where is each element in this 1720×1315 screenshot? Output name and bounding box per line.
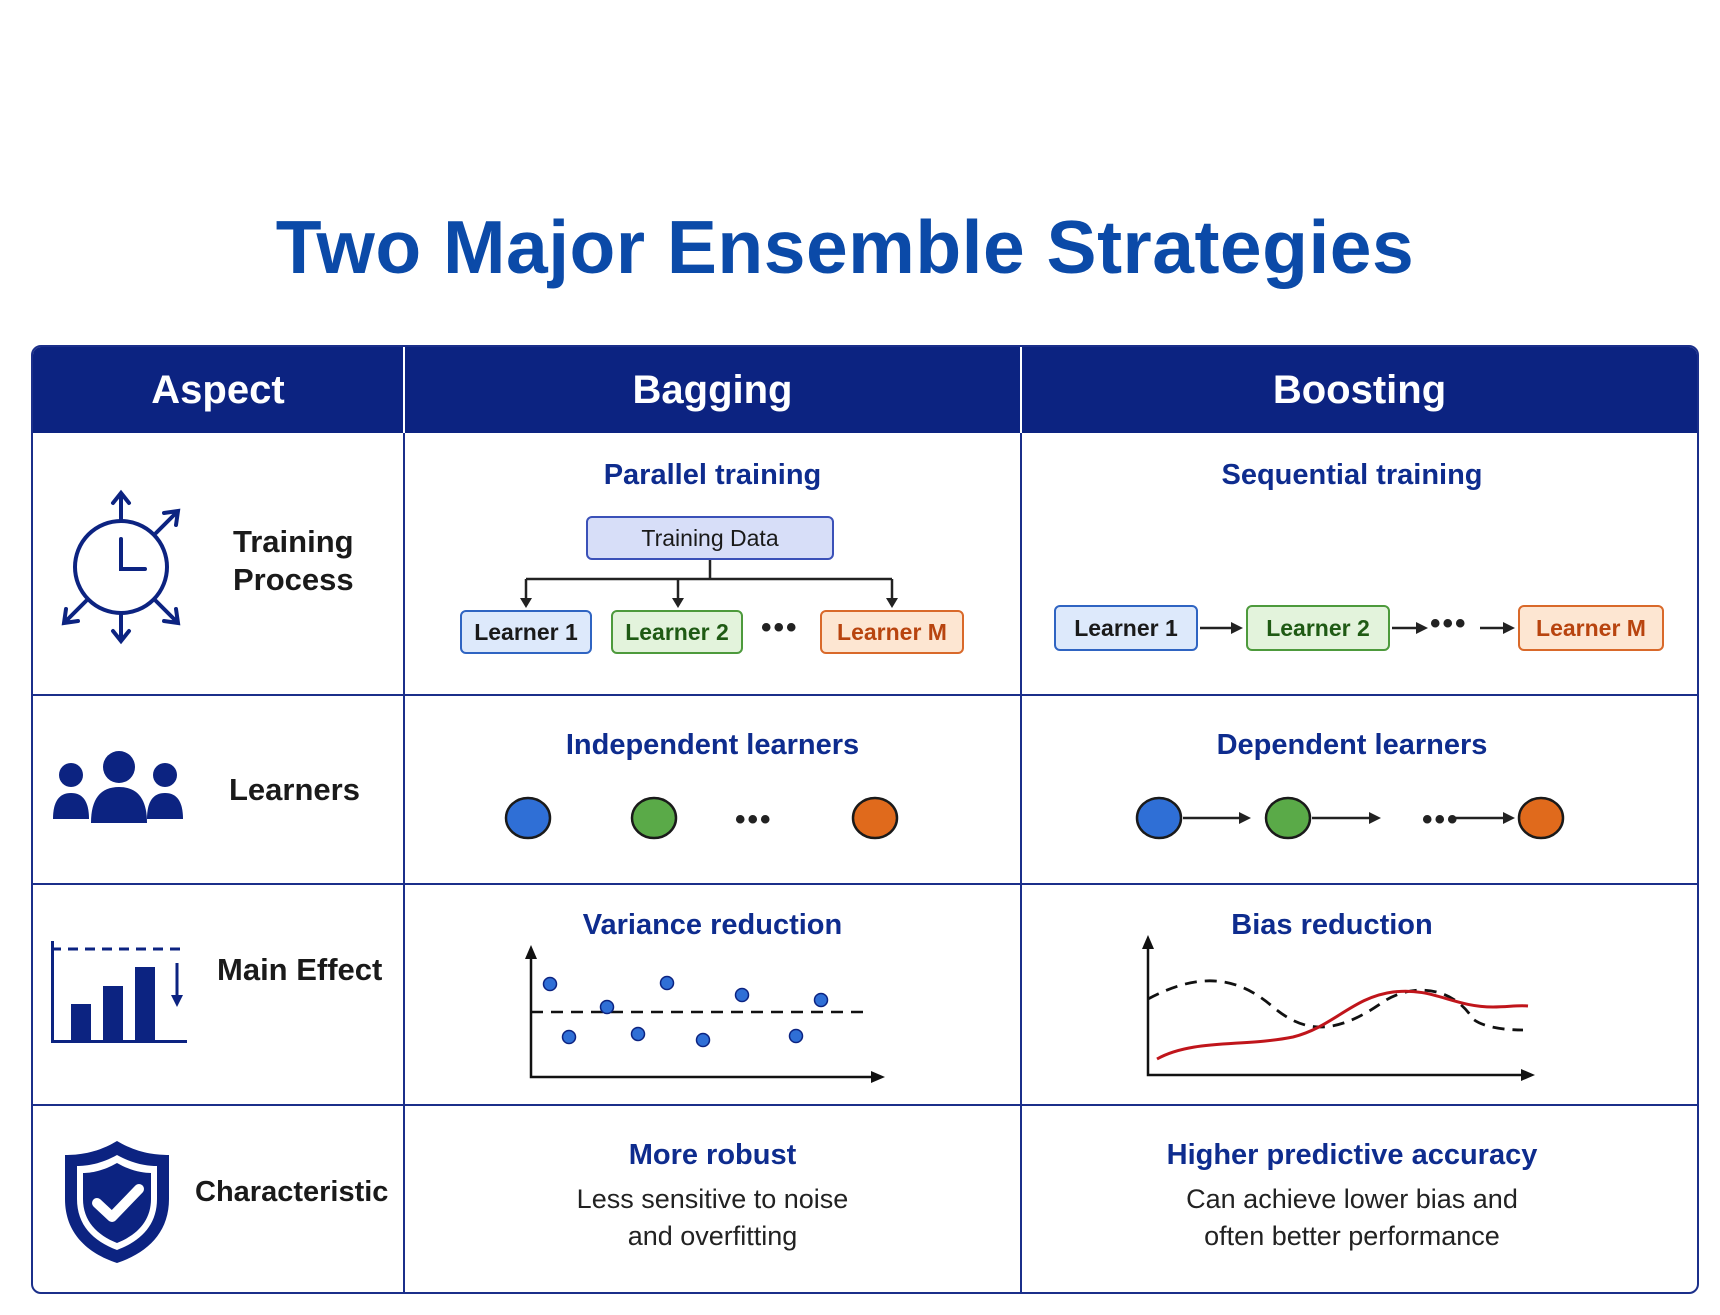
column-divider <box>1020 433 1022 1292</box>
aspect-effect-label: Main Effect <box>217 952 383 987</box>
bagging-learners-ellipsis: ••• <box>735 803 773 836</box>
bagging-characteristic-line2: and overfitting <box>627 1221 798 1251</box>
learner-nodes <box>504 796 1565 840</box>
boosting-node-blue <box>1135 796 1183 840</box>
aspect-training-line1: Training <box>233 524 354 559</box>
page-title: Two Major Ensemble Strategies <box>275 205 1415 289</box>
header-boosting: Boosting <box>1022 347 1697 433</box>
boosting-learner-1: Learner 1 <box>1054 605 1198 651</box>
row-divider <box>33 883 1697 885</box>
column-divider <box>403 433 405 1292</box>
bar-chart-down-icon <box>51 941 187 1043</box>
boosting-learner-m: Learner M <box>1518 605 1664 651</box>
aspect-characteristic-label: Characteristic <box>195 1176 389 1208</box>
variance-plot <box>525 945 885 1083</box>
boosting-node-orange <box>1517 796 1565 840</box>
boosting-ellipsis: ••• <box>1430 607 1468 640</box>
header-divider <box>1020 347 1022 433</box>
training-data-box: Training Data <box>586 516 834 560</box>
header-divider <box>403 347 405 433</box>
bagging-training-heading: Parallel training <box>603 459 822 491</box>
boosting-learner-2: Learner 2 <box>1246 605 1390 651</box>
boosting-learners-ellipsis: ••• <box>1422 803 1460 836</box>
bagging-characteristic-line1: Less sensitive to noise <box>576 1184 849 1214</box>
people-group-icon <box>53 751 183 823</box>
boosting-characteristic-text: Can achieve lower bias and often better … <box>1022 1181 1682 1255</box>
row-divider <box>33 1104 1697 1106</box>
bagging-ellipsis: ••• <box>761 611 799 644</box>
boosting-characteristic-heading: Higher predictive accuracy <box>1166 1139 1538 1171</box>
bagging-node-green <box>630 796 678 840</box>
boosting-training-heading: Sequential training <box>1221 459 1483 491</box>
aspect-learners-label: Learners <box>229 772 360 807</box>
aspect-training-line2: Process <box>233 562 354 597</box>
bias-plot <box>1142 935 1535 1081</box>
boosting-node-green <box>1264 796 1312 840</box>
bagging-learner-2: Learner 2 <box>611 610 743 654</box>
aspect-training-label: Training Process <box>233 523 354 599</box>
row-divider <box>33 694 1697 696</box>
header-aspect: Aspect <box>33 347 403 433</box>
bagging-node-blue <box>504 796 552 840</box>
bagging-tree-arrows <box>520 560 898 608</box>
boosting-learners-heading: Dependent learners <box>1216 729 1488 761</box>
header-bagging: Bagging <box>405 347 1020 433</box>
comparison-table: Aspect Bagging Boosting Training Process… <box>31 345 1699 1294</box>
bagging-node-orange <box>851 796 899 840</box>
bagging-learner-m: Learner M <box>820 610 964 654</box>
shield-check-icon <box>65 1141 169 1263</box>
boosting-characteristic-line2: often better performance <box>1204 1221 1500 1251</box>
bagging-characteristic-text: Less sensitive to noise and overfitting <box>405 1181 1020 1255</box>
boosting-effect-heading: Bias reduction <box>1231 909 1433 941</box>
bagging-learner-1: Learner 1 <box>460 610 592 654</box>
bagging-characteristic-heading: More robust <box>628 1139 797 1171</box>
bagging-learners-heading: Independent learners <box>565 729 860 761</box>
bagging-effect-heading: Variance reduction <box>582 909 843 941</box>
boosting-sequence-arrows <box>1200 622 1515 634</box>
boosting-characteristic-line1: Can achieve lower bias and <box>1186 1184 1518 1214</box>
clock-arrows-icon <box>61 489 181 645</box>
